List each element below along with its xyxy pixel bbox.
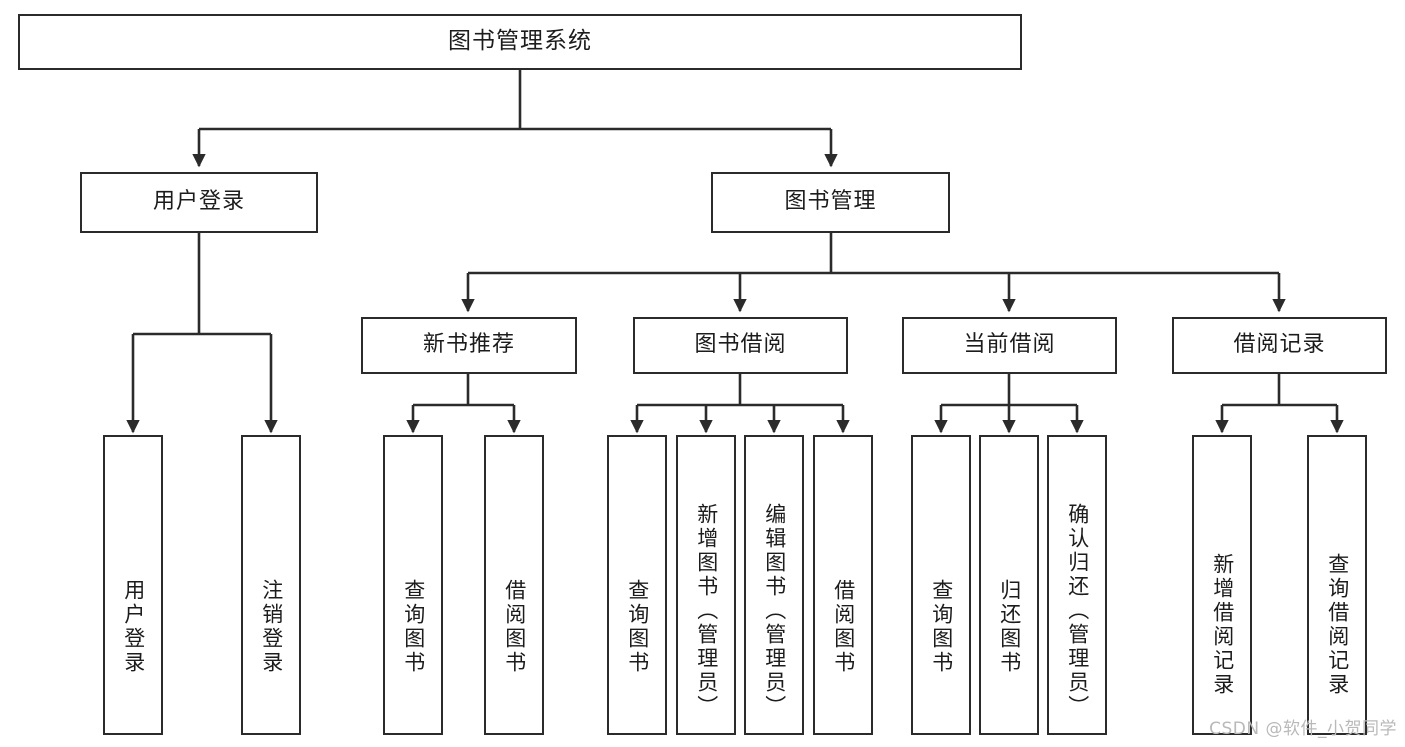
node-book-borrow[interactable]: 图书借阅 <box>633 317 848 374</box>
node-leaf-borrow-book-1[interactable]: 借阅图书 <box>484 435 544 735</box>
node-leaf-add-book-label: 新增图书（管理员） <box>694 503 719 719</box>
node-leaf-add-record[interactable]: 新增借阅记录 <box>1192 435 1252 735</box>
node-leaf-borrow-book-1-label: 借阅图书 <box>502 579 527 675</box>
node-root[interactable]: 图书管理系统 <box>18 14 1022 70</box>
node-leaf-confirm-return-label: 确认归还（管理员） <box>1065 503 1090 719</box>
node-leaf-query-book-1-label: 查询图书 <box>401 579 426 675</box>
node-current-borrow-label: 当前借阅 <box>963 332 1056 358</box>
node-leaf-borrow-book-2-label: 借阅图书 <box>831 579 856 675</box>
node-leaf-user-login-label: 用户登录 <box>121 579 146 675</box>
node-user-login-label: 用户登录 <box>152 189 245 215</box>
node-leaf-confirm-return[interactable]: 确认归还（管理员） <box>1047 435 1107 735</box>
node-leaf-query-book-1[interactable]: 查询图书 <box>383 435 443 735</box>
node-leaf-add-record-label: 新增借阅记录 <box>1210 553 1235 697</box>
node-leaf-query-record[interactable]: 查询借阅记录 <box>1307 435 1367 735</box>
node-book-management[interactable]: 图书管理 <box>711 172 950 233</box>
node-leaf-logout[interactable]: 注销登录 <box>241 435 301 735</box>
node-root-label: 图书管理系统 <box>448 28 592 55</box>
node-leaf-logout-label: 注销登录 <box>259 579 284 675</box>
node-leaf-edit-book-label: 编辑图书（管理员） <box>762 503 787 719</box>
node-current-borrow[interactable]: 当前借阅 <box>902 317 1117 374</box>
node-leaf-user-login[interactable]: 用户登录 <box>103 435 163 735</box>
node-leaf-add-book[interactable]: 新增图书（管理员） <box>676 435 736 735</box>
node-leaf-query-book-2[interactable]: 查询图书 <box>607 435 667 735</box>
node-leaf-query-book-2-label: 查询图书 <box>625 579 650 675</box>
node-leaf-query-book-3[interactable]: 查询图书 <box>911 435 971 735</box>
node-new-book-recommend[interactable]: 新书推荐 <box>361 317 577 374</box>
node-borrow-record-label: 借阅记录 <box>1233 332 1326 358</box>
node-leaf-query-record-label: 查询借阅记录 <box>1325 553 1350 697</box>
node-user-login[interactable]: 用户登录 <box>80 172 318 233</box>
node-leaf-query-book-3-label: 查询图书 <box>929 579 954 675</box>
node-leaf-return-book-label: 归还图书 <box>997 579 1022 675</box>
node-book-management-label: 图书管理 <box>784 189 877 215</box>
node-book-borrow-label: 图书借阅 <box>694 332 787 358</box>
node-leaf-borrow-book-2[interactable]: 借阅图书 <box>813 435 873 735</box>
watermark: CSDN @软件_小贺同学 <box>1209 719 1397 739</box>
node-leaf-edit-book[interactable]: 编辑图书（管理员） <box>744 435 804 735</box>
node-leaf-return-book[interactable]: 归还图书 <box>979 435 1039 735</box>
node-borrow-record[interactable]: 借阅记录 <box>1172 317 1387 374</box>
node-new-book-recommend-label: 新书推荐 <box>422 332 515 358</box>
